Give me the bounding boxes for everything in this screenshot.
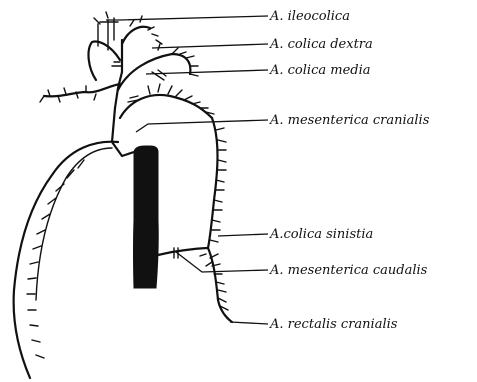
labels: A. ileocolica A. colica dextra A. colica… <box>269 9 430 332</box>
aorta <box>134 146 159 288</box>
label-rectalis-cranialis: A. rectalis cranialis <box>269 317 398 332</box>
label-mesenterica-caudalis: A. mesenterica caudalis <box>269 263 428 278</box>
label-mesenterica-cranialis: A. mesenterica cranialis <box>269 113 430 128</box>
colon-outline <box>14 142 118 378</box>
leader-lines <box>106 16 268 324</box>
label-ileocolica: A. ileocolica <box>269 9 350 24</box>
label-colica-sinistra: A.colica sinistia <box>269 227 373 242</box>
label-colica-dextra: A. colica dextra <box>269 37 373 52</box>
label-colica-media: A. colica media <box>269 63 371 78</box>
